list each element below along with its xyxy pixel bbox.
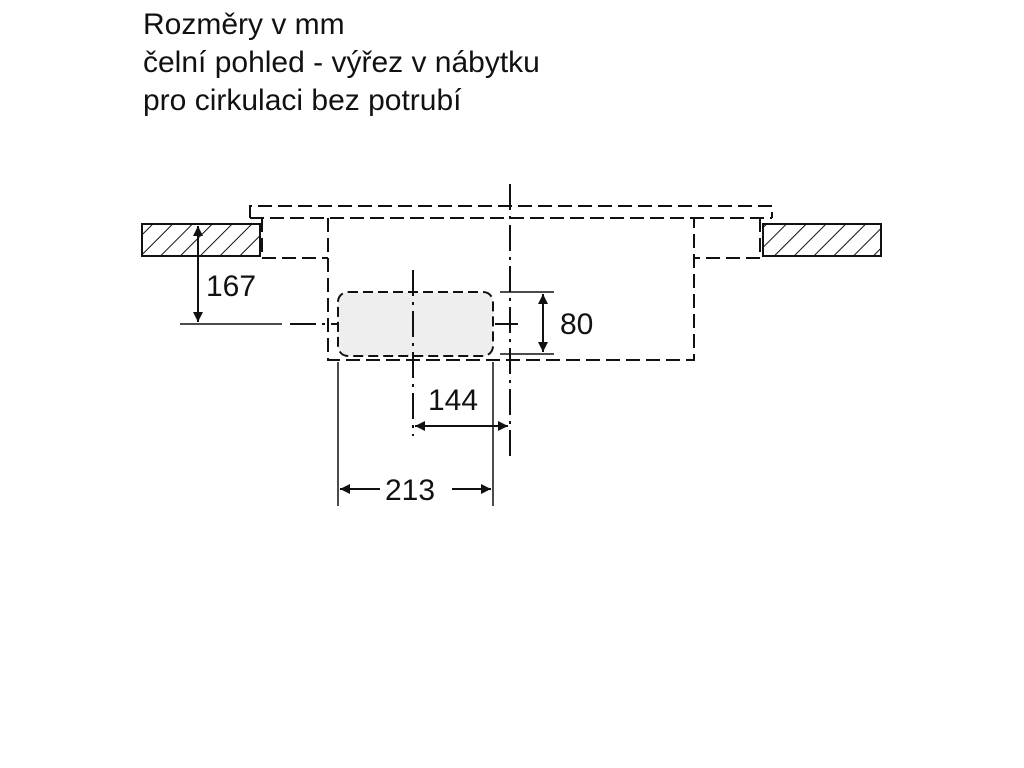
title-line-mode: pro cirkulaci bez potrubí	[143, 84, 462, 117]
worktop-left	[141, 223, 261, 257]
title-line-view: čelní pohled - výřez v nábytku	[143, 46, 540, 79]
filter-box	[337, 291, 494, 357]
dimension-144: 144	[415, 384, 508, 431]
dimension-213: 213	[337, 362, 494, 507]
drawing-title: Rozměry v mm čelní pohled - výřez v náby…	[143, 6, 540, 120]
dimension-167-label: 167	[206, 270, 256, 303]
dimension-80-label: 80	[560, 308, 593, 341]
dimension-144-label: 144	[428, 384, 478, 417]
title-line-units: Rozměry v mm	[143, 8, 345, 41]
dimension-80: 80	[500, 291, 593, 355]
dimension-167: 167	[193, 226, 256, 322]
dimension-213-label: 213	[385, 474, 435, 507]
worktop-right	[762, 223, 882, 257]
